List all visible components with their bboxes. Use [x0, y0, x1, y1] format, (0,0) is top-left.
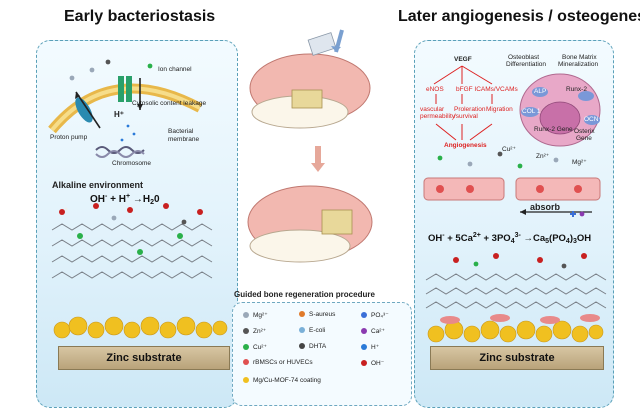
absorb-label: absorb	[530, 202, 561, 212]
zn-label: Zn²⁺	[536, 153, 550, 160]
legend-item: Mg²⁺	[243, 311, 268, 319]
po4-icon	[361, 312, 367, 318]
ion-channel-label: Ion channel	[158, 66, 192, 73]
matrix-label-1: Bone Matrix	[562, 54, 597, 61]
ca-icon	[361, 328, 367, 334]
legend-item: E-coli	[299, 327, 325, 334]
osteoblast-label-1: Osteoblast	[508, 54, 540, 61]
vascular-label-1: vascular	[420, 106, 445, 113]
legend-item: S-aureus	[299, 311, 335, 318]
h-plus-icon	[361, 344, 367, 350]
alkaline-label: Alkaline environment	[52, 180, 144, 190]
cytosolic-label: Cytosolic content leakage	[132, 100, 207, 107]
chromosome-label: Chromosome	[112, 160, 152, 167]
e-coli-icon	[299, 327, 305, 333]
runx2-gene-label: Runx-2 Gene	[534, 126, 573, 133]
proton-pump-label: Proton pump	[50, 134, 88, 141]
mg-label: Mg²⁺	[572, 159, 587, 166]
pump-arrow	[75, 91, 101, 129]
s-aureus-icon	[299, 311, 305, 317]
legend-item: Cu²⁺	[243, 343, 267, 351]
right-coating	[427, 320, 604, 343]
bfgf-label: bFGF ICAMs/VCAMs	[456, 86, 518, 93]
vegf-label: VEGF	[454, 56, 472, 63]
right-mof-lattice	[425, 273, 607, 309]
angiogenesis-label: Angiogenesis	[444, 142, 487, 149]
pathway-arrows	[433, 65, 493, 141]
right-title: Later angiogenesis / osteogenesis	[398, 8, 640, 25]
osteoblast-label-2: Differentiation	[506, 61, 546, 68]
right-zinc-substrate: Zinc substrate	[430, 346, 604, 370]
runx2-label: Runx-2	[566, 86, 587, 93]
dhta-icon	[299, 343, 305, 349]
ion-channel	[118, 76, 124, 102]
zn-icon	[243, 328, 249, 334]
legend-item: Mg/Cu-MOF-74 coating	[243, 377, 321, 384]
legend-item: Zn²⁺	[243, 327, 266, 335]
bone-graft	[291, 89, 323, 109]
blood-vessel-right	[515, 177, 601, 201]
blood-vessel-left	[423, 177, 505, 201]
neutralization-equation: OH- + H+ →H20	[90, 193, 160, 206]
legend-item: PO₄³⁻	[361, 311, 389, 319]
bacterial-membrane-label-2: membrane	[168, 136, 200, 143]
osterix-label-1: Osterix	[574, 128, 595, 135]
procedure-label: Guided bone regeneration procedure	[234, 290, 375, 299]
legend-item: H⁺	[361, 343, 379, 351]
legend-item: OH⁻	[361, 359, 384, 367]
ocn-label: OCN	[584, 116, 599, 123]
left-coating	[53, 316, 228, 339]
cell-nucleus	[539, 101, 581, 135]
coating-icon	[243, 377, 249, 383]
proliferation-label-2: /survival	[454, 113, 478, 120]
mg-icon	[243, 312, 249, 318]
enos-label: eNOS	[426, 86, 444, 93]
legend: Mg²⁺ S-aureus PO₄³⁻ Zn²⁺ E-coli Ca²⁺ Cu²…	[232, 302, 412, 406]
bacterial-membrane-label-1: Bacterial	[168, 128, 194, 135]
alp-label: ALP	[534, 88, 547, 95]
membrane-sheet	[307, 32, 337, 56]
cu-label: Cu²⁺	[502, 146, 516, 153]
vascular-label-2: permeability	[420, 113, 456, 120]
osterix-label-2: Gene	[576, 135, 592, 142]
cu-icon	[243, 344, 249, 350]
matrix-label-2: Mineralization	[558, 61, 599, 68]
left-zinc-substrate: Zinc substrate	[58, 346, 230, 370]
legend-item: DHTA	[299, 343, 326, 350]
left-mof-lattice	[51, 223, 213, 279]
migration-label: Migration	[486, 106, 513, 113]
oh-icon	[361, 360, 367, 366]
legend-item: Ca²⁺	[361, 327, 385, 335]
h-plus-label: H⁺	[114, 110, 124, 119]
left-title: Early bacteriostasis	[64, 8, 216, 25]
apatite-equation: OH- + 5Ca2+ + 3PO43- →Ca5(PO4)3OH	[428, 232, 592, 245]
proton-pump	[75, 97, 93, 123]
col1-label: COL 1	[522, 108, 541, 115]
proliferation-label-1: Proleration	[454, 106, 486, 113]
cell-icon	[243, 359, 249, 365]
legend-item: rBMSCs or HUVECs	[243, 359, 313, 366]
